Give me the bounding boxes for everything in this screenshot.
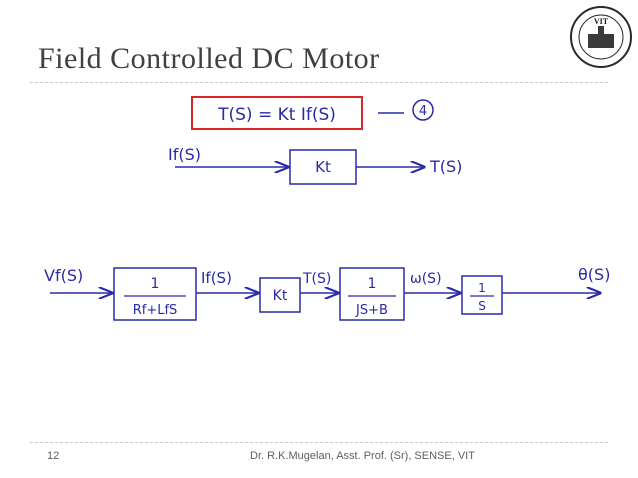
d2-block-field bbox=[113, 267, 197, 321]
d1-output-label: T(S) bbox=[429, 157, 462, 176]
d2-block4-num: 1 bbox=[478, 281, 486, 295]
page-number: 12 bbox=[47, 450, 60, 462]
d2-block-mechanical bbox=[339, 267, 405, 321]
d2-block4-den: S bbox=[478, 299, 486, 313]
equation-highlight-box bbox=[191, 96, 363, 130]
d2-output-label: θ(S) bbox=[578, 265, 610, 284]
equation-tag: 4 bbox=[419, 104, 427, 119]
d2-block1-den: Rf+LfS bbox=[133, 303, 178, 318]
d2-signal-t: T(S) bbox=[302, 271, 331, 287]
d1-block-label: Kt bbox=[315, 158, 331, 176]
slide-title: Field Controlled DC Motor bbox=[38, 42, 380, 75]
title-divider bbox=[30, 82, 608, 83]
d2-block3-den: JS+B bbox=[355, 303, 388, 318]
block-diagram: T(S) = Kt If(S) 4 If(S) Kt T(S) Vf(S) 1 … bbox=[44, 96, 610, 321]
d2-signal-omega: ω(S) bbox=[410, 271, 442, 287]
d1-input-label: If(S) bbox=[168, 145, 201, 164]
vit-logo: VIT bbox=[570, 6, 632, 68]
d2-input-label: Vf(S) bbox=[44, 266, 83, 285]
d2-block1-num: 1 bbox=[151, 276, 160, 292]
d2-block3-num: 1 bbox=[368, 276, 377, 292]
d2-signal-if: If(S) bbox=[201, 269, 232, 287]
footer-divider bbox=[30, 442, 608, 443]
equation-tag-circle bbox=[412, 99, 434, 121]
d2-block-kt bbox=[259, 277, 301, 313]
d2-block2-label: Kt bbox=[273, 288, 288, 304]
equation-text: T(S) = Kt If(S) bbox=[217, 105, 336, 125]
logo-text: VIT bbox=[594, 17, 609, 26]
d2-block-integrator bbox=[461, 275, 503, 315]
footer-credit: Dr. R.K.Mugelan, Asst. Prof. (Sr), SENSE… bbox=[250, 450, 475, 462]
